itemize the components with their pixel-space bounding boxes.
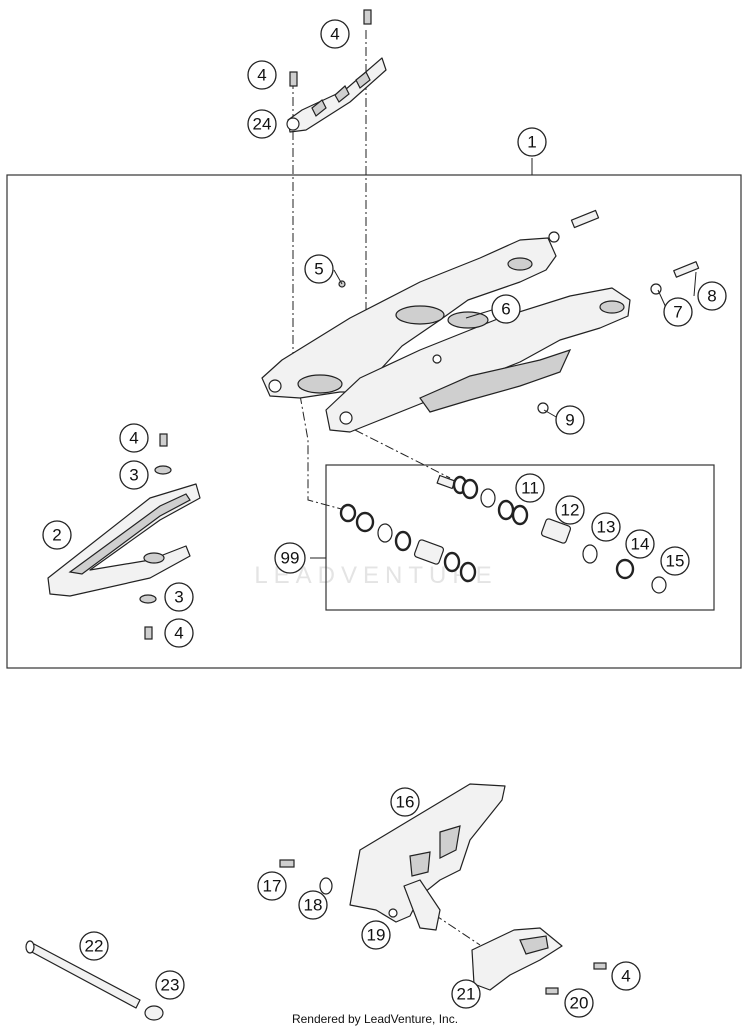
svg-text:13: 13 <box>597 518 616 537</box>
svg-text:5: 5 <box>314 260 323 279</box>
assembly-frame <box>6 174 742 669</box>
callout-20: 20 <box>564 988 594 1018</box>
svg-text:3: 3 <box>129 466 138 485</box>
chain-guide-top <box>286 9 387 133</box>
chain-guide <box>279 783 506 931</box>
svg-text:1: 1 <box>527 133 536 152</box>
callout-17: 17 <box>257 871 287 901</box>
callout-99: 99 <box>274 542 306 574</box>
svg-text:12: 12 <box>561 501 580 520</box>
svg-text:9: 9 <box>565 411 574 430</box>
callout-9: 9 <box>555 405 585 435</box>
callout-4-b: 4 <box>247 60 277 90</box>
svg-text:3: 3 <box>174 588 183 607</box>
callout-22: 22 <box>79 931 109 961</box>
callout-8: 8 <box>697 281 727 311</box>
callout-7: 7 <box>663 297 693 327</box>
swingarm-hardware <box>338 209 700 414</box>
callout-19: 19 <box>361 920 391 950</box>
svg-text:24: 24 <box>253 115 272 134</box>
svg-text:8: 8 <box>707 287 716 306</box>
callout-4-c: 4 <box>119 423 149 453</box>
bearing-kit-parts <box>339 474 667 594</box>
svg-text:99: 99 <box>281 549 300 568</box>
svg-text:18: 18 <box>304 896 323 915</box>
callout-18: 18 <box>298 890 328 920</box>
svg-text:4: 4 <box>330 25 339 44</box>
callout-13: 13 <box>591 512 621 542</box>
callout-11: 11 <box>515 473 545 503</box>
wheel-axle <box>25 940 164 1021</box>
callout-16: 16 <box>390 787 420 817</box>
callout-2: 2 <box>42 520 72 550</box>
swingarm <box>261 237 631 433</box>
bearing-kit-frame <box>325 464 715 611</box>
svg-text:15: 15 <box>666 552 685 571</box>
chain-slider <box>47 433 201 640</box>
svg-text:14: 14 <box>631 535 650 554</box>
callouts: 4 4 24 1 5 6 7 8 9 4 3 2 3 4 11 12 13 14… <box>42 19 727 1018</box>
svg-text:19: 19 <box>367 926 386 945</box>
callout-15: 15 <box>660 546 690 576</box>
svg-text:6: 6 <box>501 300 510 319</box>
svg-text:2: 2 <box>52 526 61 545</box>
svg-text:17: 17 <box>263 877 282 896</box>
callout-1: 1 <box>517 127 547 157</box>
callout-12: 12 <box>555 495 585 525</box>
svg-text:4: 4 <box>257 66 266 85</box>
callout-4-d: 4 <box>164 618 194 648</box>
callout-21: 21 <box>451 979 481 1009</box>
callout-23: 23 <box>155 970 185 1000</box>
svg-text:4: 4 <box>174 624 183 643</box>
lower-chain-guide <box>471 927 607 995</box>
callout-4-e: 4 <box>611 961 641 991</box>
callout-24: 24 <box>247 109 277 139</box>
svg-text:7: 7 <box>673 303 682 322</box>
svg-text:20: 20 <box>570 994 589 1013</box>
callout-6: 6 <box>491 294 521 324</box>
callout-14: 14 <box>625 529 655 559</box>
svg-text:4: 4 <box>129 429 138 448</box>
svg-text:21: 21 <box>457 985 476 1004</box>
svg-text:23: 23 <box>161 976 180 995</box>
svg-text:22: 22 <box>85 937 104 956</box>
callout-5: 5 <box>304 254 334 284</box>
callout-4-a: 4 <box>320 19 350 49</box>
callout-3-b: 3 <box>164 582 194 612</box>
svg-text:4: 4 <box>621 967 630 986</box>
callout-3-a: 3 <box>119 460 149 490</box>
footer-credit: Rendered by LeadVenture, Inc. <box>291 1012 459 1026</box>
svg-text:11: 11 <box>521 479 539 498</box>
svg-text:16: 16 <box>396 793 415 812</box>
